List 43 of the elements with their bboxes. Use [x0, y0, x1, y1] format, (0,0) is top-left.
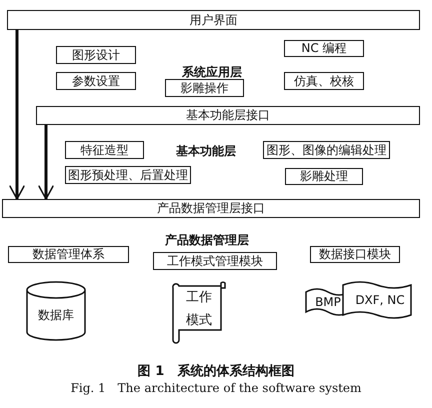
module-box	[56, 72, 136, 90]
module-box	[65, 166, 191, 184]
module-label: BMP	[315, 294, 341, 310]
interface-band	[2, 199, 420, 218]
interface-band	[7, 10, 420, 30]
layer-title: 系统应用层	[182, 64, 242, 81]
arrow	[8, 30, 26, 200]
module-box	[284, 40, 364, 57]
module-label: 数据接口模块	[319, 247, 391, 262]
module-label: 基本功能层接口	[186, 108, 270, 123]
database-cylinder	[27, 282, 85, 340]
module-label: 用户界面	[190, 12, 238, 28]
module-label: 仿真、校核	[294, 74, 354, 88]
module-label: 数据管理体系	[32, 247, 104, 262]
document-scroll	[173, 280, 225, 344]
module-box	[8, 246, 129, 263]
module-label: 图形、图像的编辑处理	[266, 142, 386, 158]
module-box	[65, 141, 144, 159]
interface-band	[36, 106, 420, 125]
module-label: 产品数据管理层接口	[157, 201, 265, 216]
module-label: NC 编程	[301, 41, 347, 56]
module-box	[284, 72, 364, 90]
module-label: 影雕处理	[300, 169, 348, 184]
module-label: 工作模式管理模块	[167, 254, 263, 268]
figure-caption: 图 1 系统的体系结构框图	[136, 362, 296, 380]
layer-title: 产品数据管理层	[165, 232, 249, 249]
module-label: 特征造型	[80, 142, 128, 158]
layer-title: 基本功能层	[176, 143, 236, 160]
module-label: 数据库	[38, 308, 74, 322]
module-label: 影雕操作	[180, 80, 228, 96]
figure-caption-english: Fig. 1 The architecture of the software system	[70, 380, 362, 397]
module-label: 工作模式	[185, 288, 213, 330]
module-box	[153, 252, 277, 270]
module-box	[263, 141, 390, 159]
module-box	[165, 79, 244, 97]
module-box	[56, 46, 136, 64]
module-box	[310, 246, 400, 263]
module-box	[285, 168, 363, 185]
module-label: 图形预处理、后置处理	[68, 168, 188, 182]
module-label: DXF, NC	[355, 292, 405, 308]
arrow	[38, 125, 54, 200]
module-label: 参数设置	[72, 74, 120, 88]
module-label: 图形设计	[72, 48, 120, 62]
